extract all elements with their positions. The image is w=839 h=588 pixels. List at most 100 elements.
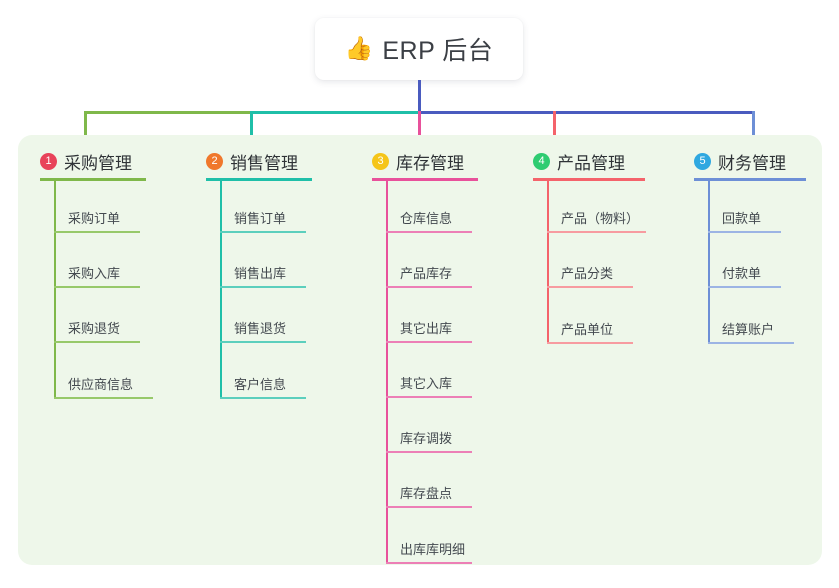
- leaf-label: 采购入库: [68, 266, 121, 281]
- leaf-rule: [220, 397, 306, 399]
- leaf-label: 采购退货: [68, 321, 121, 336]
- leaf-rule: [708, 231, 781, 233]
- leaf-node-3-3[interactable]: 其它出库: [386, 288, 472, 343]
- leaf-rule: [386, 396, 472, 398]
- leaf-node-2-2[interactable]: 销售出库: [220, 233, 306, 288]
- branch-header-5[interactable]: 5 财务管理: [694, 150, 786, 173]
- branch-rule-3: [372, 178, 478, 181]
- leaf-rule: [54, 286, 140, 288]
- leaf-node-5-1[interactable]: 回款单: [708, 178, 781, 233]
- leaf-rule: [386, 341, 472, 343]
- branch-title-4: 产品管理: [557, 154, 625, 173]
- branch-header-3[interactable]: 3 库存管理: [372, 150, 464, 173]
- leaf-node-3-2[interactable]: 产品库存: [386, 233, 472, 288]
- branch-column-2: 2 销售管理 销售订单 销售出库 销售退货 客户信息: [206, 150, 312, 399]
- leaf-rule: [54, 397, 153, 399]
- branch-badge-1: 1: [40, 153, 57, 170]
- leaf-node-3-5[interactable]: 库存调拨: [386, 398, 472, 453]
- leaf-node-1-3[interactable]: 采购退货: [54, 288, 140, 343]
- drop-stub-branch-2: [250, 111, 253, 144]
- branch-title-3: 库存管理: [396, 154, 464, 173]
- branch-header-1[interactable]: 1 采购管理: [40, 150, 132, 173]
- leaf-rule: [547, 342, 633, 344]
- leaf-label: 其它入库: [400, 376, 453, 391]
- leaf-label: 产品单位: [561, 322, 614, 337]
- leaf-rule: [386, 231, 472, 233]
- branch-spine-5: [708, 178, 710, 342]
- branch-column-3: 3 库存管理 仓库信息 产品库存 其它出库 其它入库 库存调拨 库存盘点: [372, 150, 478, 564]
- leaf-rule: [54, 231, 140, 233]
- drop-stub-branch-4: [553, 111, 556, 144]
- branch-column-4: 4 产品管理 产品（物料） 产品分类 产品单位: [533, 150, 646, 344]
- leaf-label: 回款单: [722, 211, 762, 226]
- leaf-label: 其它出库: [400, 321, 453, 336]
- leaf-label: 产品库存: [400, 266, 453, 281]
- branch-badge-4: 4: [533, 153, 550, 170]
- leaf-node-1-2[interactable]: 采购入库: [54, 233, 140, 288]
- thumbs-up-icon: 👍: [344, 35, 374, 62]
- bus-segment-teal: [250, 111, 420, 114]
- leaf-label: 销售订单: [234, 211, 287, 226]
- leaf-label: 销售出库: [234, 266, 287, 281]
- drop-stub-branch-3: [418, 111, 421, 144]
- leaf-rule: [220, 286, 306, 288]
- branch-column-5: 5 财务管理 回款单 付款单 结算账户: [694, 150, 806, 344]
- leaf-rule: [386, 451, 472, 453]
- leaf-node-2-4[interactable]: 客户信息: [220, 343, 306, 399]
- leaf-node-2-1[interactable]: 销售订单: [220, 178, 306, 233]
- branch-spine-4: [547, 178, 549, 342]
- leaf-label: 库存调拨: [400, 431, 453, 446]
- leaf-rule: [386, 506, 472, 508]
- leaf-node-5-3[interactable]: 结算账户: [708, 288, 794, 344]
- leaf-label: 产品分类: [561, 266, 614, 281]
- leaf-rule: [54, 341, 140, 343]
- leaf-rule: [386, 286, 472, 288]
- trunk-connector: [418, 80, 421, 113]
- leaf-rule: [547, 286, 633, 288]
- leaf-rule: [386, 562, 472, 564]
- leaf-label: 销售退货: [234, 321, 287, 336]
- leaf-rule: [220, 231, 306, 233]
- branch-badge-5: 5: [694, 153, 711, 170]
- leaf-node-3-4[interactable]: 其它入库: [386, 343, 472, 398]
- leaf-node-4-1[interactable]: 产品（物料）: [547, 178, 646, 233]
- branch-rule-1: [40, 178, 146, 181]
- branch-rule-2: [206, 178, 312, 181]
- root-node[interactable]: 👍 ERP 后台: [315, 18, 523, 80]
- bus-segment-green: [84, 111, 252, 114]
- leaf-label: 出库库明细: [400, 542, 466, 557]
- leaf-node-1-4[interactable]: 供应商信息: [54, 343, 153, 399]
- branch-header-2[interactable]: 2 销售管理: [206, 150, 298, 173]
- branch-rule-4: [533, 178, 645, 181]
- branch-rule-5: [694, 178, 806, 181]
- leaf-node-3-7[interactable]: 出库库明细: [386, 508, 472, 564]
- bus-segment-blue: [418, 111, 755, 114]
- leaf-node-4-3[interactable]: 产品单位: [547, 288, 633, 344]
- branch-badge-2: 2: [206, 153, 223, 170]
- leaf-rule: [708, 342, 794, 344]
- leaf-rule: [220, 341, 306, 343]
- leaf-node-1-1[interactable]: 采购订单: [54, 178, 140, 233]
- branch-title-2: 销售管理: [230, 154, 298, 173]
- leaf-label: 库存盘点: [400, 486, 453, 501]
- leaf-rule: [708, 286, 781, 288]
- branch-header-4[interactable]: 4 产品管理: [533, 150, 625, 173]
- drop-stub-branch-5: [752, 111, 755, 144]
- leaf-node-3-6[interactable]: 库存盘点: [386, 453, 472, 508]
- leaf-rule: [547, 231, 646, 233]
- leaf-label: 采购订单: [68, 211, 121, 226]
- branch-column-1: 1 采购管理 采购订单 采购入库 采购退货 供应商信息: [40, 150, 153, 399]
- leaf-label: 供应商信息: [68, 377, 134, 392]
- leaf-label: 仓库信息: [400, 211, 453, 226]
- leaf-node-5-2[interactable]: 付款单: [708, 233, 781, 288]
- leaf-node-4-2[interactable]: 产品分类: [547, 233, 633, 288]
- branch-spine-3: [386, 178, 388, 562]
- branches-panel: [18, 135, 822, 565]
- leaf-node-2-3[interactable]: 销售退货: [220, 288, 306, 343]
- leaf-label: 结算账户: [722, 322, 775, 337]
- branch-badge-3: 3: [372, 153, 389, 170]
- root-title: ERP 后台: [382, 37, 494, 65]
- root-node-content: 👍 ERP 后台: [345, 31, 494, 67]
- leaf-node-3-1[interactable]: 仓库信息: [386, 178, 472, 233]
